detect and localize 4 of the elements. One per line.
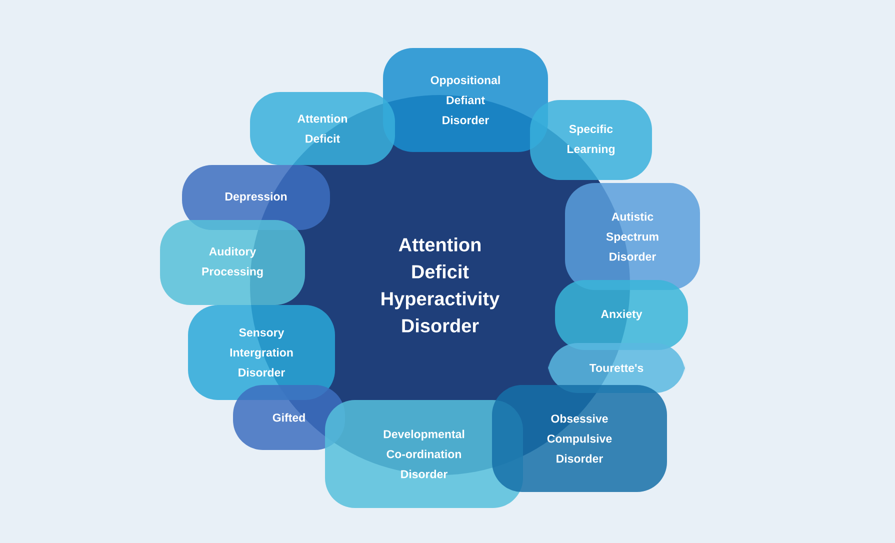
rounded-box: Attention Deficit (250, 92, 395, 165)
rounded-box: Obsessive Compulsive Disorder (492, 384, 667, 492)
rounded-box: Specific Learning (530, 100, 652, 180)
rounded-box: Auditory Processing (160, 220, 305, 305)
